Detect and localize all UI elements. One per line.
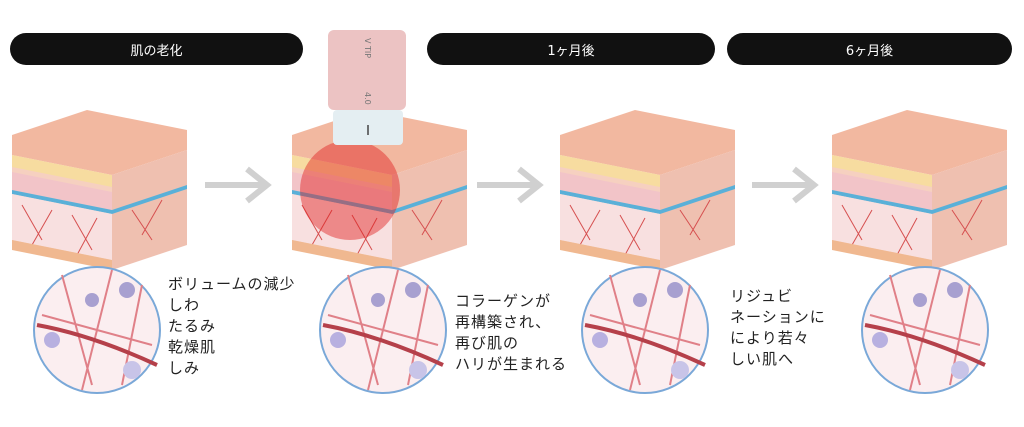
description-line: ネーションに [730,308,826,326]
hifu-device [328,30,406,145]
skin-block-1-month [560,110,735,270]
arrow-icon [752,169,814,201]
stage-label-1-month: 1ヶ月後 [427,33,715,65]
description-line: 再び肌の [455,334,520,352]
skin-block-aging [12,110,187,270]
description-line: しみ [168,359,201,377]
stage-label-text: 肌の老化 [130,43,183,59]
heat-zone [300,140,400,240]
description-line: リジュビ [730,287,793,305]
description-line: ボリュームの減少 [168,275,296,293]
stage-label-text: 6ヶ月後 [845,43,894,59]
description-line: コラーゲンが [455,292,552,310]
collagen-zoom-1-month [580,265,710,395]
stage-label-6-months: 6ヶ月後 [727,33,1012,65]
collagen-zoom-aging [32,265,162,395]
description-line: しわ [168,296,201,314]
collagen-zoom-6-months [860,265,990,395]
description-line: しい肌へ [730,350,795,368]
description-line: 乾燥肌 [168,338,217,356]
description-line: により若々 [730,329,810,347]
arrow-icon [477,169,539,201]
description-line: ハリが生まれる [455,355,568,373]
device-size-text: 4.0 [363,92,372,105]
aging-symptoms: ボリュームの減少 しわ たるみ 乾燥肌 しみ [168,274,296,379]
description-line: 再構築され、 [455,313,552,331]
description-line: たるみ [168,317,217,335]
collagen-description: コラーゲンが 再構築され、 再び肌の ハリが生まれる [455,291,567,375]
rejuvenation-description: リジュビ ネーションに により若々 しい肌へ [730,286,826,370]
device-model-text: V TIP [363,38,372,59]
arrow-icon [205,169,267,201]
stage-label-text: 1ヶ月後 [547,43,595,59]
collagen-zoom-treatment [318,265,448,395]
stage-label-aging: 肌の老化 [10,33,303,65]
skin-block-6-months [832,110,1007,270]
